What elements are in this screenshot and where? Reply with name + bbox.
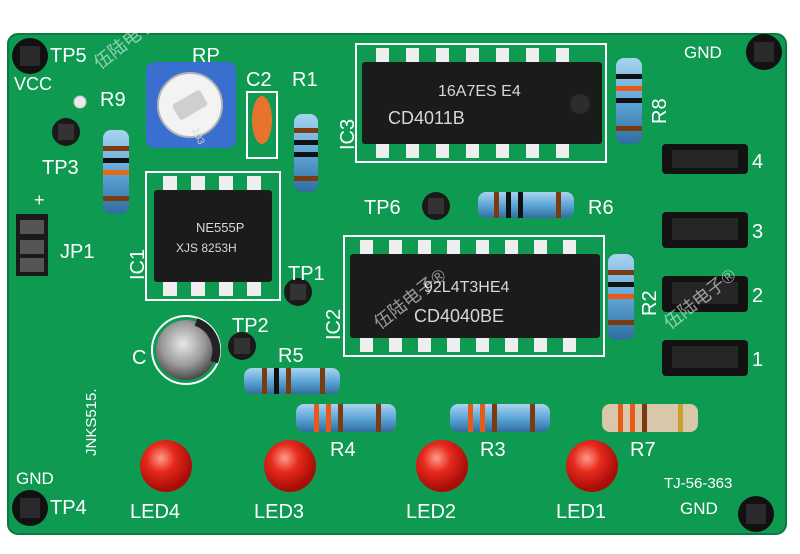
label-tp1: TP1 (288, 263, 325, 285)
label-ic1: IC1 (127, 249, 149, 280)
tp6-pin (422, 192, 450, 220)
ic3-cd4011: 16A7ES E4 CD4011B (355, 43, 607, 163)
led4 (140, 440, 192, 492)
label-led2: LED2 (406, 501, 456, 523)
resistor-r1 (294, 114, 318, 192)
label-vcc: VCC (14, 74, 52, 94)
label-sw3: 3 (752, 221, 763, 243)
label-r3: R3 (480, 439, 506, 461)
capacitor-c2 (246, 91, 278, 159)
label-sw1: 1 (752, 349, 763, 371)
led2 (416, 440, 468, 492)
resistor-r8 (616, 58, 642, 144)
trimmer-pot-rp: 103 (146, 62, 236, 148)
tp1-pin (284, 278, 312, 306)
label-jnk: JNKS515. (83, 388, 100, 456)
resistor-r5 (244, 368, 340, 394)
resistor-r6 (478, 192, 574, 218)
label-ic2: IC2 (323, 309, 345, 340)
label-gnd-top: GND (684, 43, 722, 62)
led1 (566, 440, 618, 492)
ic3-marking-line2: CD4011B (388, 108, 465, 128)
tp2-pin (228, 332, 256, 360)
tp3-pin (52, 118, 80, 146)
label-r5: R5 (278, 345, 304, 367)
label-r4: R4 (330, 439, 356, 461)
label-r6: R6 (588, 197, 614, 219)
label-c1: C (132, 347, 146, 369)
ic2-marking-line2: CD4040BE (414, 306, 504, 326)
label-tp2: TP2 (232, 315, 269, 337)
label-jp1: JP1 (60, 241, 94, 263)
label-tp4: TP4 (50, 497, 87, 519)
label-gnd-left: GND (16, 469, 54, 488)
label-sw2: 2 (752, 285, 763, 307)
tp4-pin (12, 490, 48, 526)
label-tp3: TP3 (42, 157, 79, 179)
switch-1 (662, 340, 748, 376)
capacitor-c1 (151, 315, 221, 385)
label-led1: LED1 (556, 501, 606, 523)
ic2-marking-line1: 92L4T3HE4 (424, 279, 509, 296)
label-r1: R1 (292, 69, 318, 91)
ic3-marking-line1: 16A7ES E4 (438, 83, 521, 100)
jumper-jp1 (16, 214, 48, 276)
label-tp6: TP6 (364, 197, 401, 219)
label-ic3: IC3 (337, 119, 359, 150)
tp5-pin (12, 38, 48, 74)
switch-2 (662, 276, 748, 312)
label-r2: R2 (639, 290, 661, 316)
label-gnd-right: GND (680, 499, 718, 518)
gnd-top-pin (746, 34, 782, 70)
resistor-r9 (103, 130, 129, 214)
led3 (264, 440, 316, 492)
ic1-marking-line1: NE555P (196, 220, 244, 235)
label-tp5: TP5 (50, 45, 87, 67)
label-r8: R8 (649, 98, 671, 124)
label-sw4: 4 (752, 151, 763, 173)
label-model: TJ-56-363 (664, 475, 732, 492)
label-c2: C2 (246, 69, 272, 91)
resistor-r4 (296, 404, 396, 432)
switch-4 (662, 144, 748, 174)
resistor-r2 (608, 254, 634, 340)
label-led3: LED3 (254, 501, 304, 523)
label-rp: RP (192, 45, 220, 67)
label-plus: + (34, 190, 45, 210)
ic2-cd4040: 92L4T3HE4 CD4040BE (343, 235, 605, 357)
resistor-r3 (450, 404, 550, 432)
label-r9: R9 (100, 89, 126, 111)
gnd-bottom-pin (738, 496, 774, 532)
ic1-marking-line2: XJS 8253H (176, 241, 237, 255)
switch-3 (662, 212, 748, 248)
resistor-r7 (602, 404, 698, 432)
label-led4: LED4 (130, 501, 180, 523)
ic1-ne555: NE555P XJS 8253H (145, 171, 281, 301)
label-r7: R7 (630, 439, 656, 461)
